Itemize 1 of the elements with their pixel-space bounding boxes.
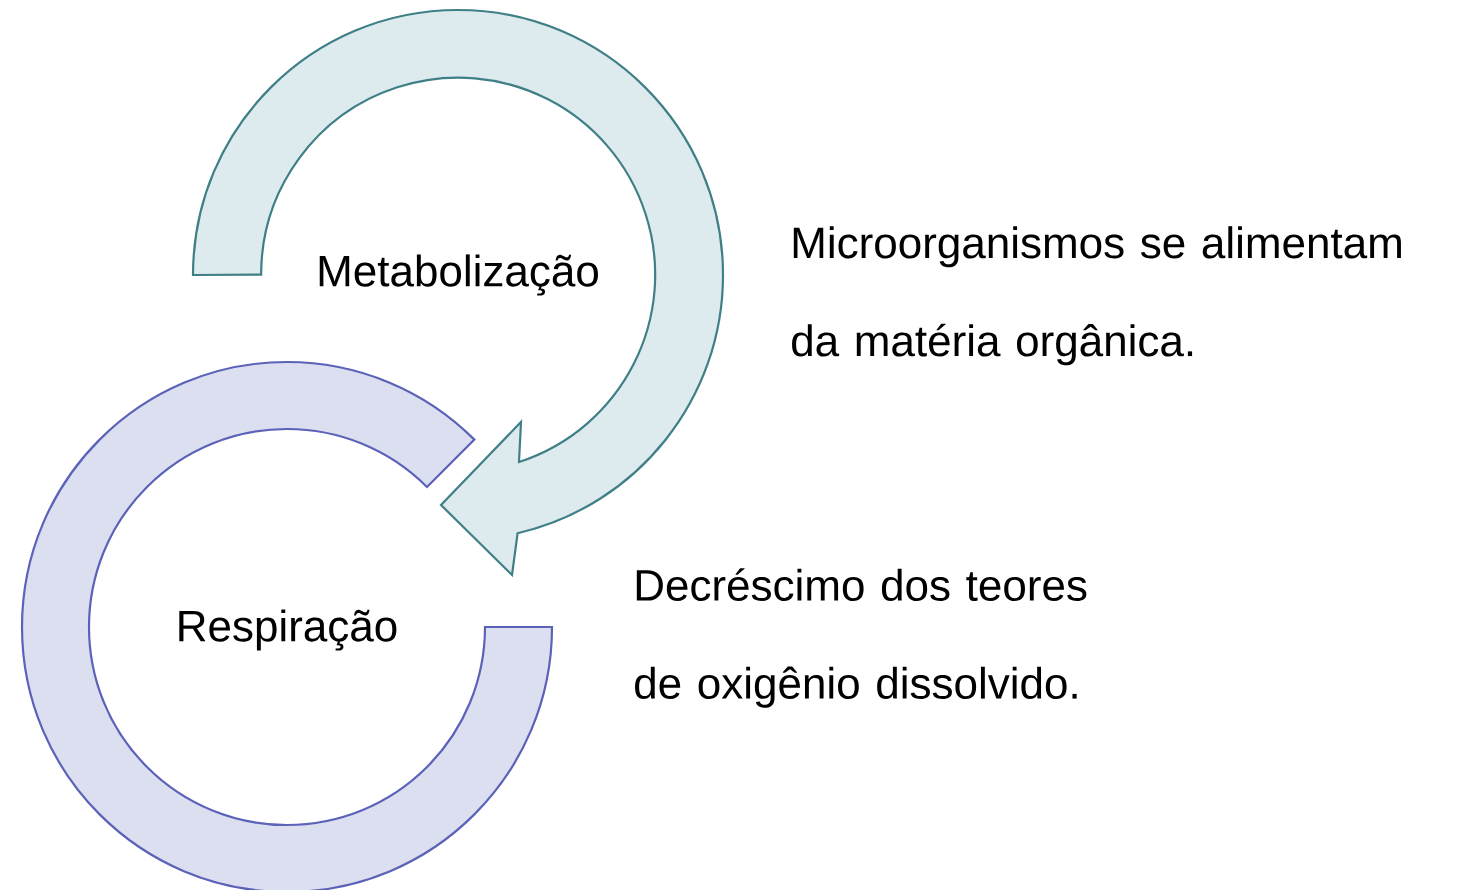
- description-text: Microorganismos se alimentam da matéria orgânica.: [792, 226, 1401, 366]
